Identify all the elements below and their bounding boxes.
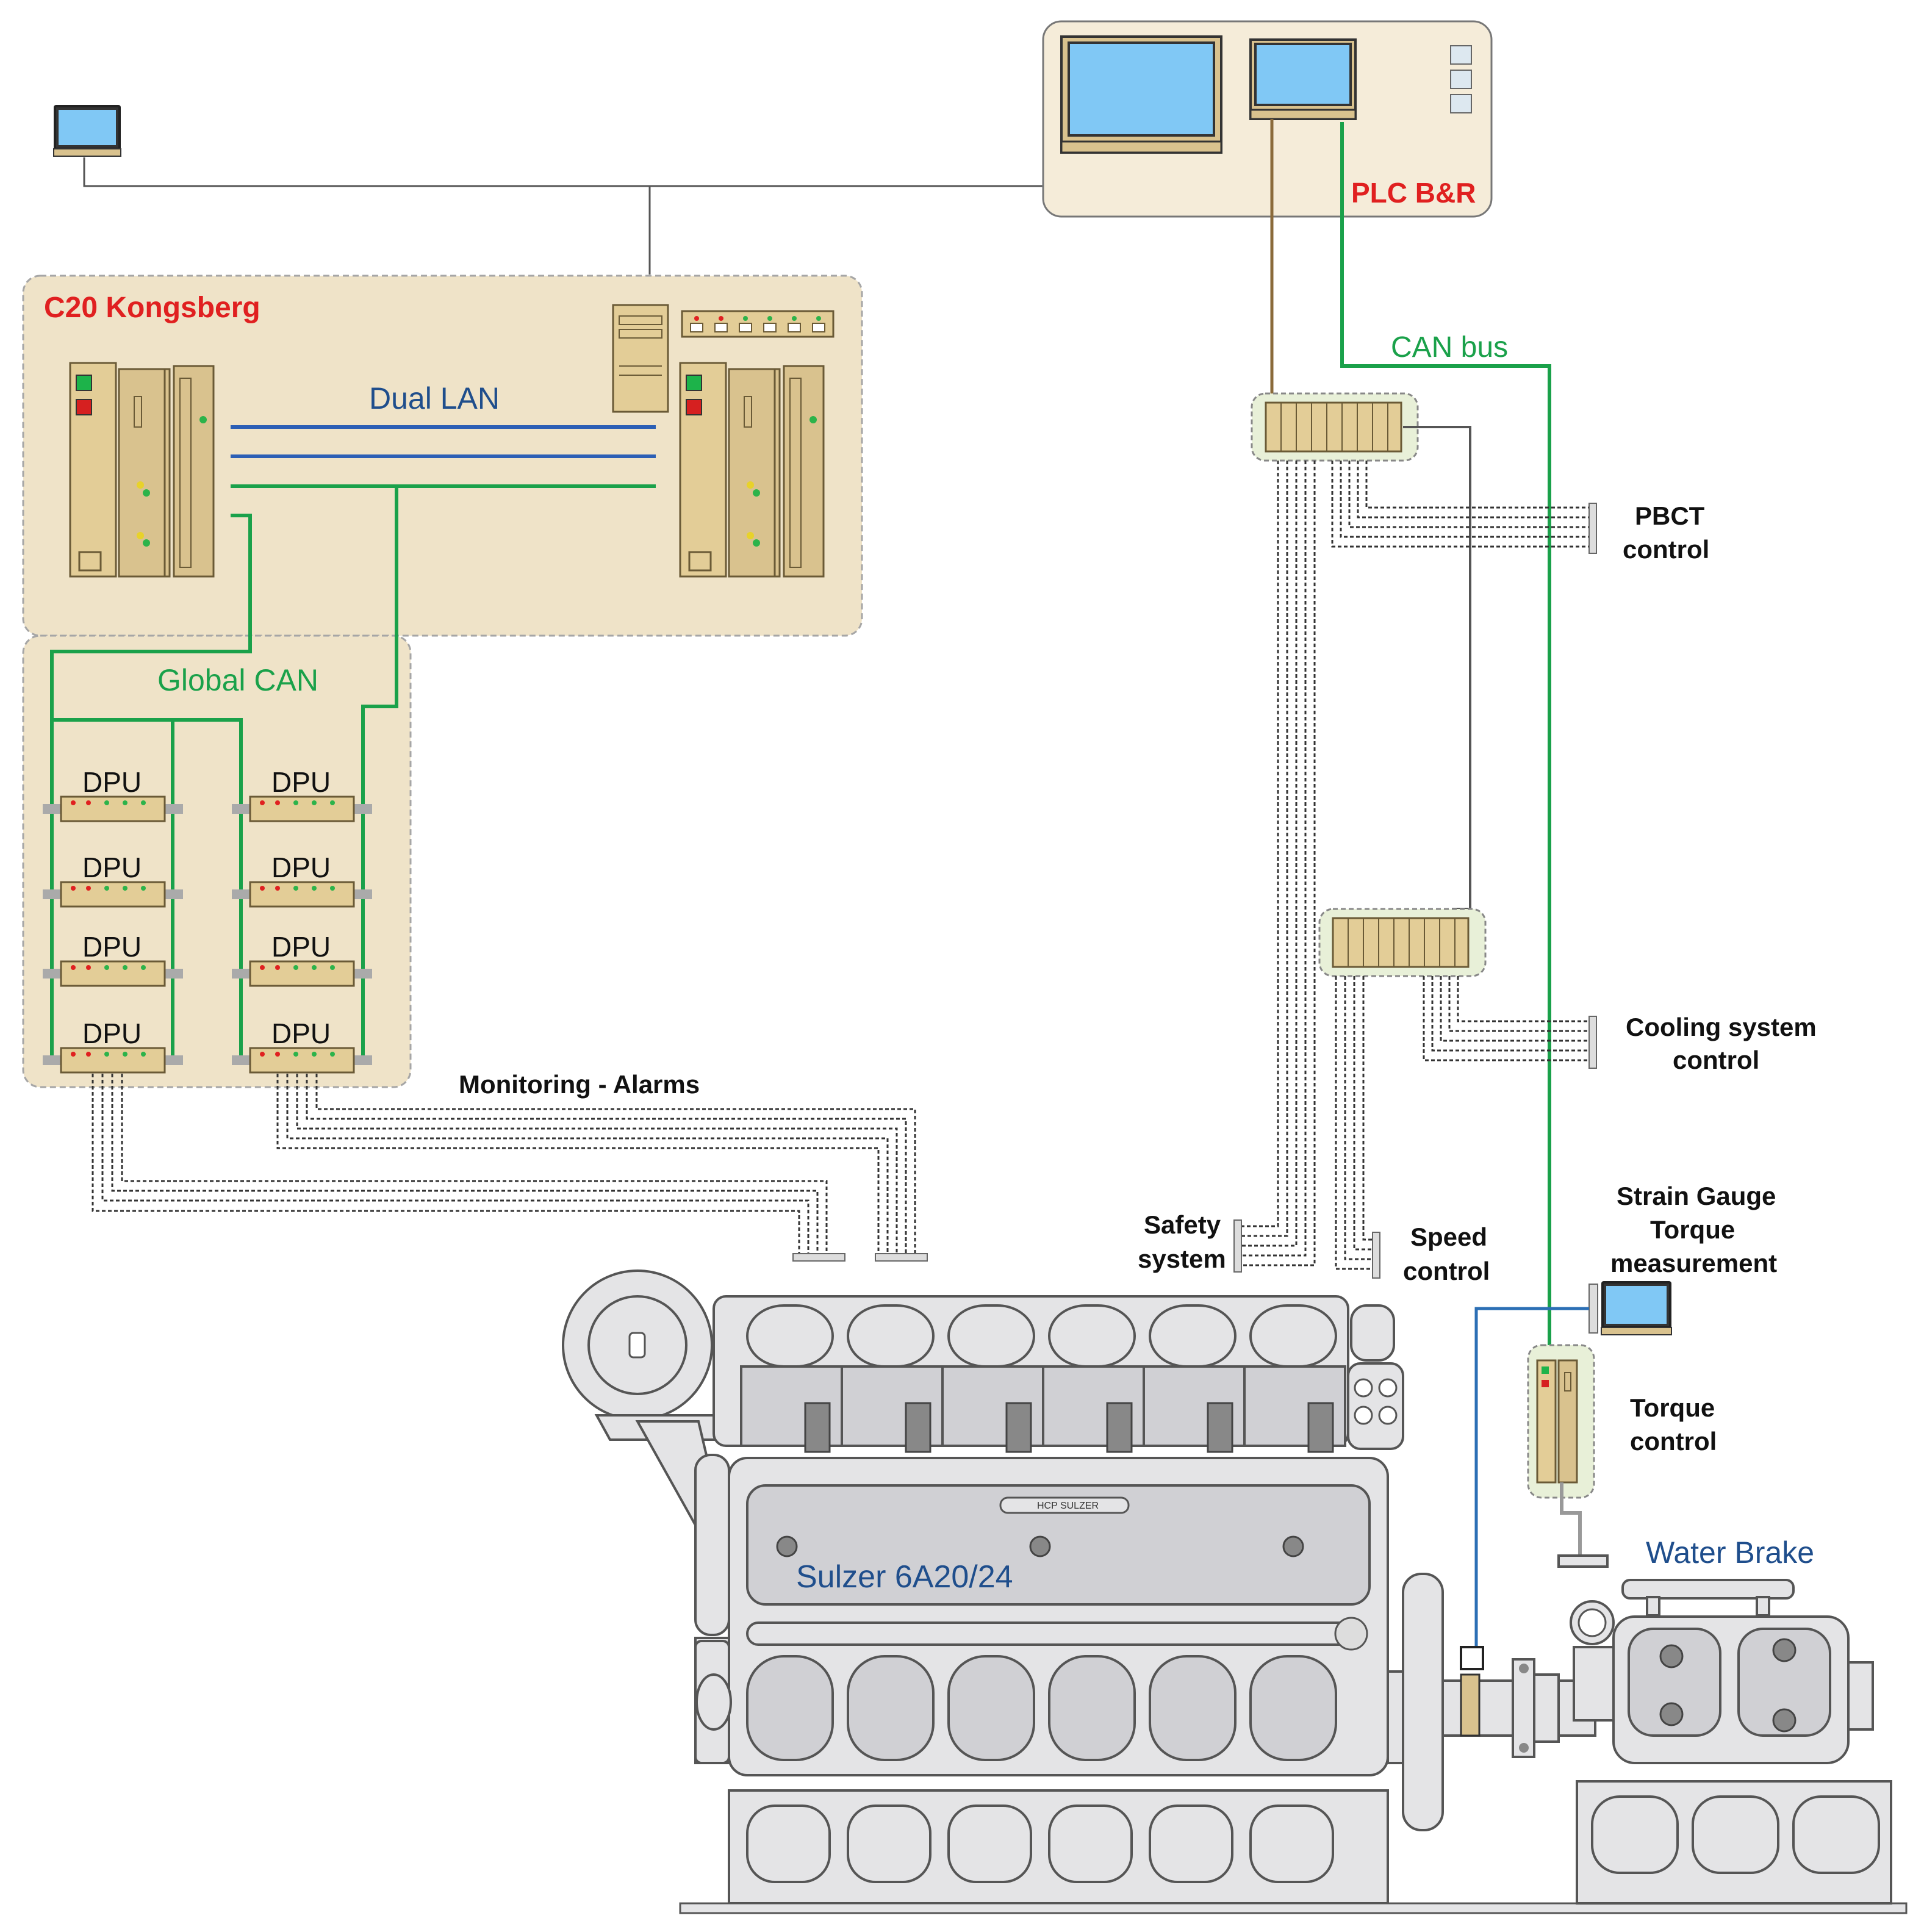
io-module-top bbox=[1251, 392, 1419, 462]
cooling-wiring: Cooling system control bbox=[1423, 976, 1817, 1074]
dpu-right-4: DPU bbox=[232, 1018, 372, 1074]
safety-label-1: Safety bbox=[1144, 1210, 1221, 1239]
torque-label-1: Torque bbox=[1630, 1393, 1715, 1422]
dpu-left-1: DPU bbox=[43, 766, 183, 822]
io-module-lower bbox=[1318, 908, 1487, 977]
monitoring-wiring: Monitoring - Alarms bbox=[92, 1070, 928, 1262]
safety-label-2: system bbox=[1138, 1244, 1226, 1273]
dpu-right-3: DPU bbox=[232, 931, 372, 987]
plc-indicator-buttons bbox=[1450, 45, 1472, 113]
strain-gauge: Strain Gauge Torque measurement bbox=[1474, 1182, 1777, 1650]
sulzer-engine: HCP SULZER Sulzer 6A20/24 bbox=[562, 1269, 1908, 1914]
io-link-cable bbox=[1403, 426, 1471, 910]
dpu-label: DPU bbox=[271, 931, 331, 963]
dpu-left-3: DPU bbox=[43, 931, 183, 987]
strain-label-1: Strain Gauge bbox=[1617, 1182, 1776, 1210]
monitoring-label: Monitoring - Alarms bbox=[459, 1070, 700, 1099]
engine-badge: HCP SULZER bbox=[1037, 1501, 1099, 1511]
global-can-panel: Global CAN DPU DPU DPU DPU DPU bbox=[22, 486, 412, 1088]
safety-wiring: Safety system bbox=[1138, 461, 1316, 1273]
dpu-left-2: DPU bbox=[43, 852, 183, 908]
speed-label-2: control bbox=[1403, 1257, 1490, 1285]
plc-secondary-monitor-icon bbox=[1249, 38, 1357, 120]
dpu-label: DPU bbox=[271, 852, 331, 883]
dual-lan-label: Dual LAN bbox=[369, 381, 500, 415]
plc-panel: PLC B&R bbox=[1042, 20, 1493, 218]
cooling-label-2: control bbox=[1673, 1046, 1759, 1074]
dpu-label: DPU bbox=[271, 766, 331, 798]
strain-monitor-icon bbox=[1601, 1281, 1672, 1335]
can-bus-line bbox=[1340, 122, 1551, 1354]
dpu-label: DPU bbox=[82, 1018, 142, 1049]
dpu-right-1: DPU bbox=[232, 766, 372, 822]
server-tower-icon bbox=[612, 304, 669, 413]
right-controller-rack bbox=[679, 362, 825, 578]
plc-title: PLC B&R bbox=[1351, 177, 1476, 209]
c20-kongsberg-panel: C20 Kongsberg bbox=[22, 275, 863, 637]
pbct-label-1: PBCT bbox=[1635, 501, 1705, 530]
torque-label-2: control bbox=[1630, 1427, 1717, 1456]
pbct-label-2: control bbox=[1623, 535, 1709, 564]
remote-monitor-icon bbox=[53, 105, 121, 157]
plc-main-monitor-icon bbox=[1060, 35, 1222, 154]
engine-label: Sulzer 6A20/24 bbox=[796, 1559, 1013, 1595]
torque-control-module: Torque control bbox=[1527, 1344, 1717, 1562]
can-bus-label: CAN bus bbox=[1391, 331, 1508, 364]
dpu-label: DPU bbox=[82, 766, 142, 798]
dpu-label: DPU bbox=[82, 852, 142, 883]
c20-title: C20 Kongsberg bbox=[44, 292, 260, 324]
dpu-label: DPU bbox=[271, 1018, 331, 1049]
shaft-and-water-brake: Water Brake bbox=[1441, 1535, 1892, 1905]
speed-label-1: Speed bbox=[1410, 1223, 1487, 1251]
water-brake-label: Water Brake bbox=[1646, 1535, 1814, 1570]
strain-label-3: measurement bbox=[1610, 1249, 1777, 1277]
top-network-line bbox=[83, 157, 1099, 275]
pbct-wiring: PBCT control bbox=[1331, 461, 1709, 564]
dpu-left-4: DPU bbox=[43, 1018, 183, 1074]
speed-wiring: Speed control bbox=[1335, 976, 1490, 1285]
cooling-label-1: Cooling system bbox=[1626, 1013, 1817, 1041]
dpu-label: DPU bbox=[82, 931, 142, 963]
dual-lan: Dual LAN bbox=[231, 381, 656, 458]
global-can-label: Global CAN bbox=[157, 663, 318, 697]
network-switch-icon bbox=[681, 310, 835, 338]
dpu-right-2: DPU bbox=[232, 852, 372, 908]
left-controller-rack bbox=[69, 362, 215, 578]
strain-label-2: Torque bbox=[1650, 1215, 1735, 1244]
